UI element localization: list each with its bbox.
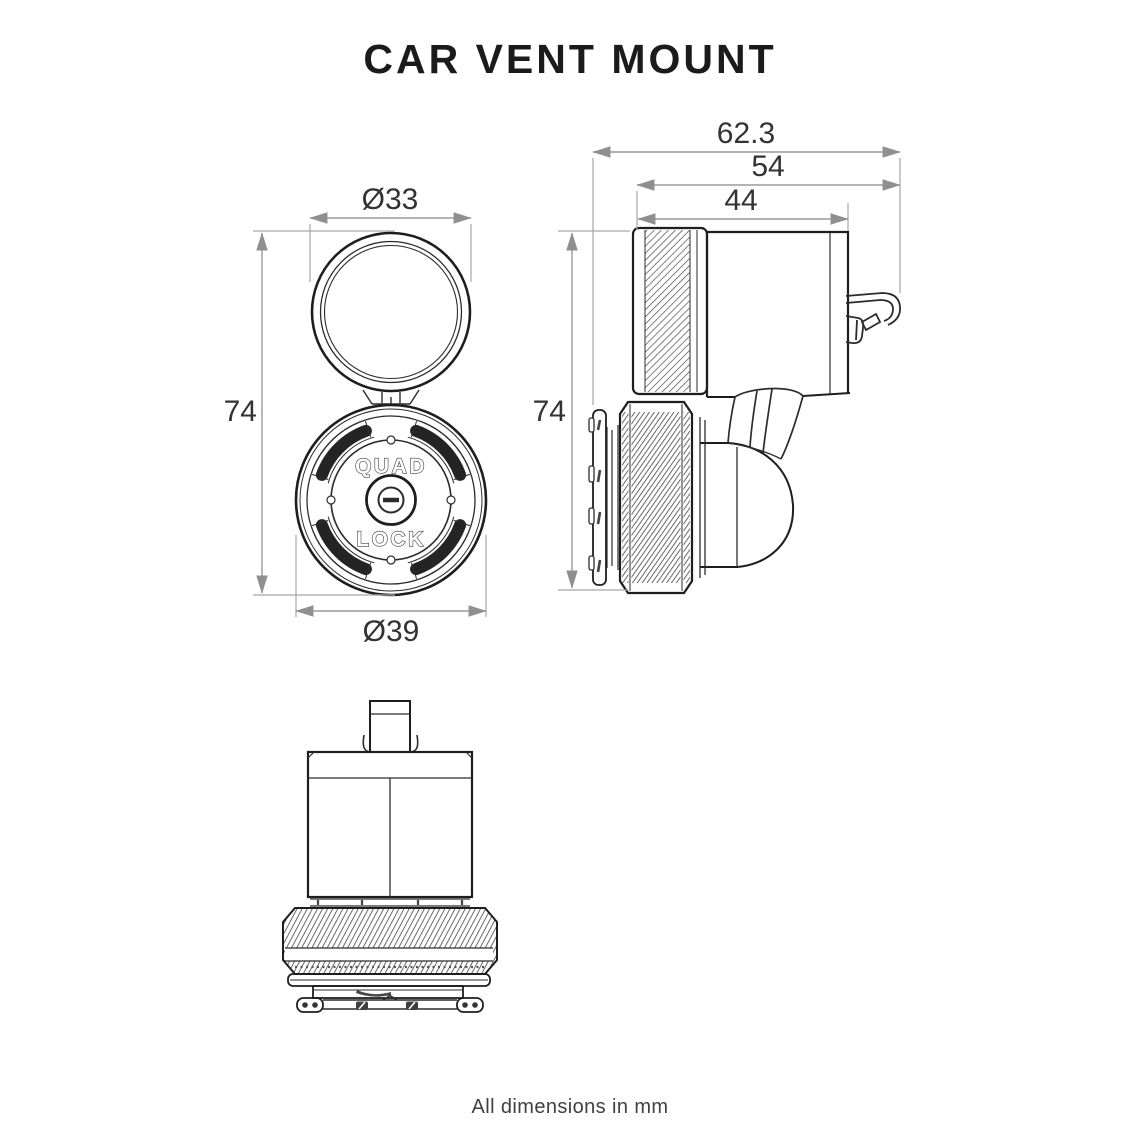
quad-lock-slots [315,424,467,576]
center-screw [365,474,417,526]
page-title: CAR VENT MOUNT [363,36,777,82]
front-dimensions: Ø33 74 Ø39 [224,183,487,648]
dim-label-side-overall-depth: 62.3 [717,117,775,150]
side-body [705,230,851,398]
bottom-knurled-ring [282,907,498,987]
front-mount-head: QUAD LOCK [294,403,488,597]
side-arm [727,387,804,460]
front-view: QUAD LOCK Ø33 74 [224,183,488,648]
side-knob [631,226,709,396]
front-clip-ring [310,231,472,393]
dim-label-front-head-diameter: Ø39 [363,615,420,648]
side-ball-dome [700,442,795,568]
bottom-view [282,700,498,1013]
dim-label-side-body-depth: 44 [724,184,757,217]
dim-label-side-height: 74 [533,395,566,428]
bottom-clip-base [296,985,484,1013]
bottom-stem [362,700,419,753]
side-dimensions: 62.3 54 44 74 [533,117,901,591]
front-hinge [362,389,420,405]
bottom-collar-band [310,898,470,907]
slot-inner-arcs [311,420,471,580]
dim-label-front-height: 74 [224,395,257,428]
side-clip-hook [845,292,901,345]
cardinal-notches [326,435,456,565]
side-view: 62.3 54 44 74 [533,117,901,595]
dimensions-note: All dimensions in mm [471,1096,669,1118]
logo-text-lock: LOCK [356,528,426,551]
dim-label-side-depth-to-clip: 54 [751,150,784,183]
dim-label-front-top-diameter: Ø33 [362,183,419,216]
side-lock-plate [588,409,619,586]
bottom-body [306,750,474,899]
side-knurled-ring [618,400,706,595]
